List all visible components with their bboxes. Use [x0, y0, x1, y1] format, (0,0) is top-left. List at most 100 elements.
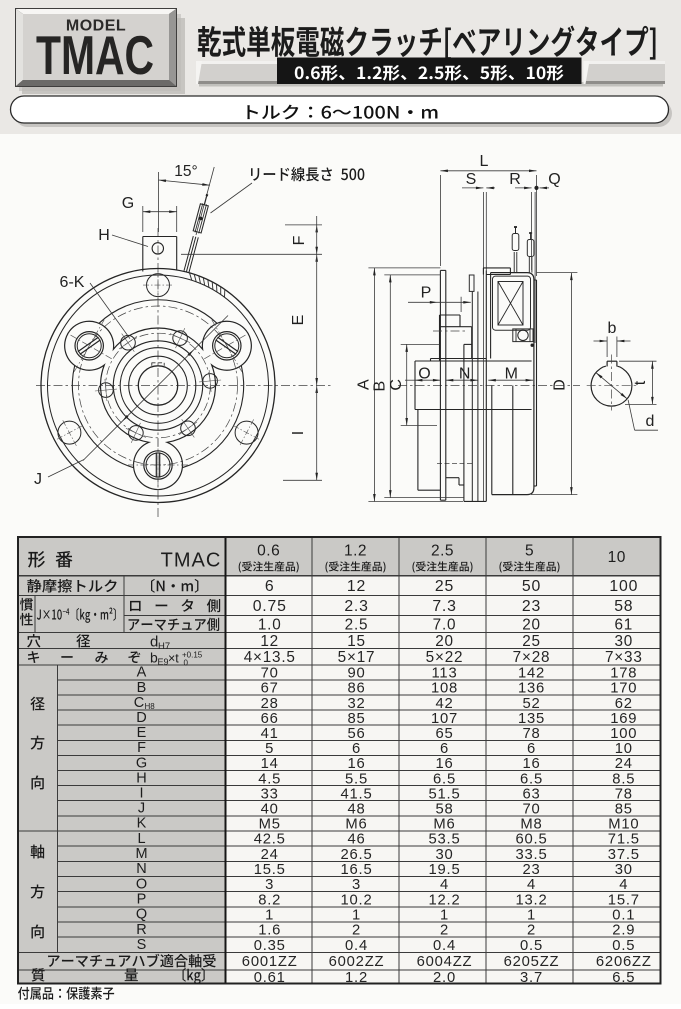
svg-text:37.5: 37.5 [608, 847, 640, 863]
svg-text:E: E [290, 315, 307, 326]
svg-text:13.2: 13.2 [516, 892, 548, 908]
svg-text:10: 10 [615, 741, 633, 757]
svg-text:6: 6 [352, 741, 361, 757]
svg-text:12.2: 12.2 [429, 892, 461, 908]
svg-text:100: 100 [609, 578, 638, 595]
svg-text:A: A [356, 379, 373, 390]
svg-text:0.4: 0.4 [433, 938, 456, 954]
svg-text:2.0: 2.0 [433, 970, 456, 986]
svg-text:16: 16 [435, 756, 453, 772]
svg-text:0.4: 0.4 [345, 938, 368, 954]
svg-text:4.5: 4.5 [258, 771, 281, 787]
svg-text:6004ZZ: 6004ZZ [417, 954, 473, 970]
svg-text:107: 107 [431, 711, 458, 727]
svg-text:0.61: 0.61 [254, 970, 286, 986]
svg-text:23: 23 [522, 598, 541, 615]
svg-text:M6: M6 [345, 817, 367, 833]
svg-text:2.9: 2.9 [612, 923, 635, 939]
svg-text:67: 67 [261, 681, 279, 697]
svg-text:30: 30 [615, 862, 633, 878]
svg-text:8.2: 8.2 [258, 892, 281, 908]
svg-text:8.5: 8.5 [612, 771, 635, 787]
svg-text:25: 25 [435, 578, 454, 595]
svg-text:90: 90 [347, 666, 365, 682]
svg-text:N: N [136, 861, 146, 877]
svg-text:86: 86 [347, 681, 365, 697]
svg-text:0: 0 [184, 659, 189, 668]
svg-text:Q: Q [548, 171, 560, 188]
svg-text:170: 170 [610, 681, 637, 697]
svg-text:1: 1 [440, 908, 449, 924]
svg-text:41: 41 [261, 726, 279, 742]
svg-text:M10: M10 [608, 817, 639, 833]
svg-text:C: C [134, 695, 144, 711]
svg-text:6: 6 [440, 741, 449, 757]
svg-text:G: G [122, 195, 134, 212]
svg-text:20: 20 [522, 616, 541, 633]
svg-text:42: 42 [435, 696, 453, 712]
svg-text:108: 108 [431, 681, 458, 697]
svg-text:85: 85 [615, 802, 633, 818]
svg-text:135: 135 [518, 711, 545, 727]
svg-text:×t: ×t [168, 651, 179, 665]
svg-text:6002ZZ: 6002ZZ [329, 954, 385, 970]
svg-text:0.5: 0.5 [612, 938, 635, 954]
svg-text:6: 6 [265, 578, 275, 595]
svg-text:b: b [608, 320, 617, 337]
svg-text:N: N [459, 366, 471, 383]
svg-text:52: 52 [522, 696, 540, 712]
svg-text:2: 2 [440, 923, 449, 939]
svg-text:2.3: 2.3 [344, 598, 368, 615]
svg-text:J: J [34, 471, 42, 488]
svg-text:70: 70 [261, 666, 279, 682]
svg-text:2.5: 2.5 [431, 543, 454, 560]
svg-text:10: 10 [608, 549, 626, 566]
svg-text:30: 30 [435, 847, 453, 863]
svg-text:5×22: 5×22 [426, 649, 464, 666]
svg-text:P: P [421, 285, 432, 302]
svg-text:33.5: 33.5 [516, 847, 548, 863]
svg-text:33: 33 [261, 786, 279, 802]
svg-text:1.0: 1.0 [258, 616, 282, 633]
svg-text:40: 40 [261, 802, 279, 818]
svg-text:113: 113 [432, 666, 458, 682]
svg-text:61: 61 [614, 616, 633, 633]
svg-text:1: 1 [527, 908, 536, 924]
svg-text:6.5: 6.5 [520, 771, 543, 787]
svg-text:169: 169 [610, 711, 637, 727]
svg-text:19.5: 19.5 [429, 862, 461, 878]
svg-text:53.5: 53.5 [429, 832, 461, 848]
svg-text:16.5: 16.5 [341, 862, 373, 878]
svg-text:5: 5 [265, 741, 274, 757]
svg-text:I: I [290, 431, 307, 435]
svg-text:7.3: 7.3 [432, 598, 456, 615]
svg-text:60.5: 60.5 [516, 832, 548, 848]
svg-text:58: 58 [435, 802, 453, 818]
svg-text:14: 14 [261, 756, 279, 772]
svg-text:136: 136 [518, 681, 545, 697]
svg-text:4: 4 [440, 877, 449, 893]
svg-text:6001ZZ: 6001ZZ [242, 954, 298, 970]
svg-text:78: 78 [615, 786, 633, 802]
svg-text:B: B [137, 680, 147, 696]
svg-text:5×17: 5×17 [338, 649, 376, 666]
svg-text:3: 3 [265, 877, 274, 893]
svg-text:F: F [137, 740, 146, 756]
svg-text:2.5: 2.5 [345, 616, 369, 633]
svg-text:100: 100 [610, 726, 637, 742]
svg-text:0.6: 0.6 [257, 543, 280, 560]
svg-text:E: E [137, 725, 147, 741]
svg-text:M: M [505, 366, 518, 383]
svg-text:7.0: 7.0 [433, 616, 457, 633]
svg-text:M: M [135, 846, 147, 862]
svg-text:4: 4 [527, 877, 536, 893]
svg-text:t: t [632, 380, 649, 385]
svg-text:C: C [388, 379, 405, 391]
svg-text:6205ZZ: 6205ZZ [504, 954, 560, 970]
svg-text:15.7: 15.7 [608, 892, 640, 908]
svg-text:L: L [137, 831, 145, 847]
svg-text:H: H [136, 770, 146, 786]
svg-text:10.2: 10.2 [341, 892, 373, 908]
svg-text:16: 16 [522, 756, 540, 772]
svg-text:0.5: 0.5 [520, 938, 543, 954]
